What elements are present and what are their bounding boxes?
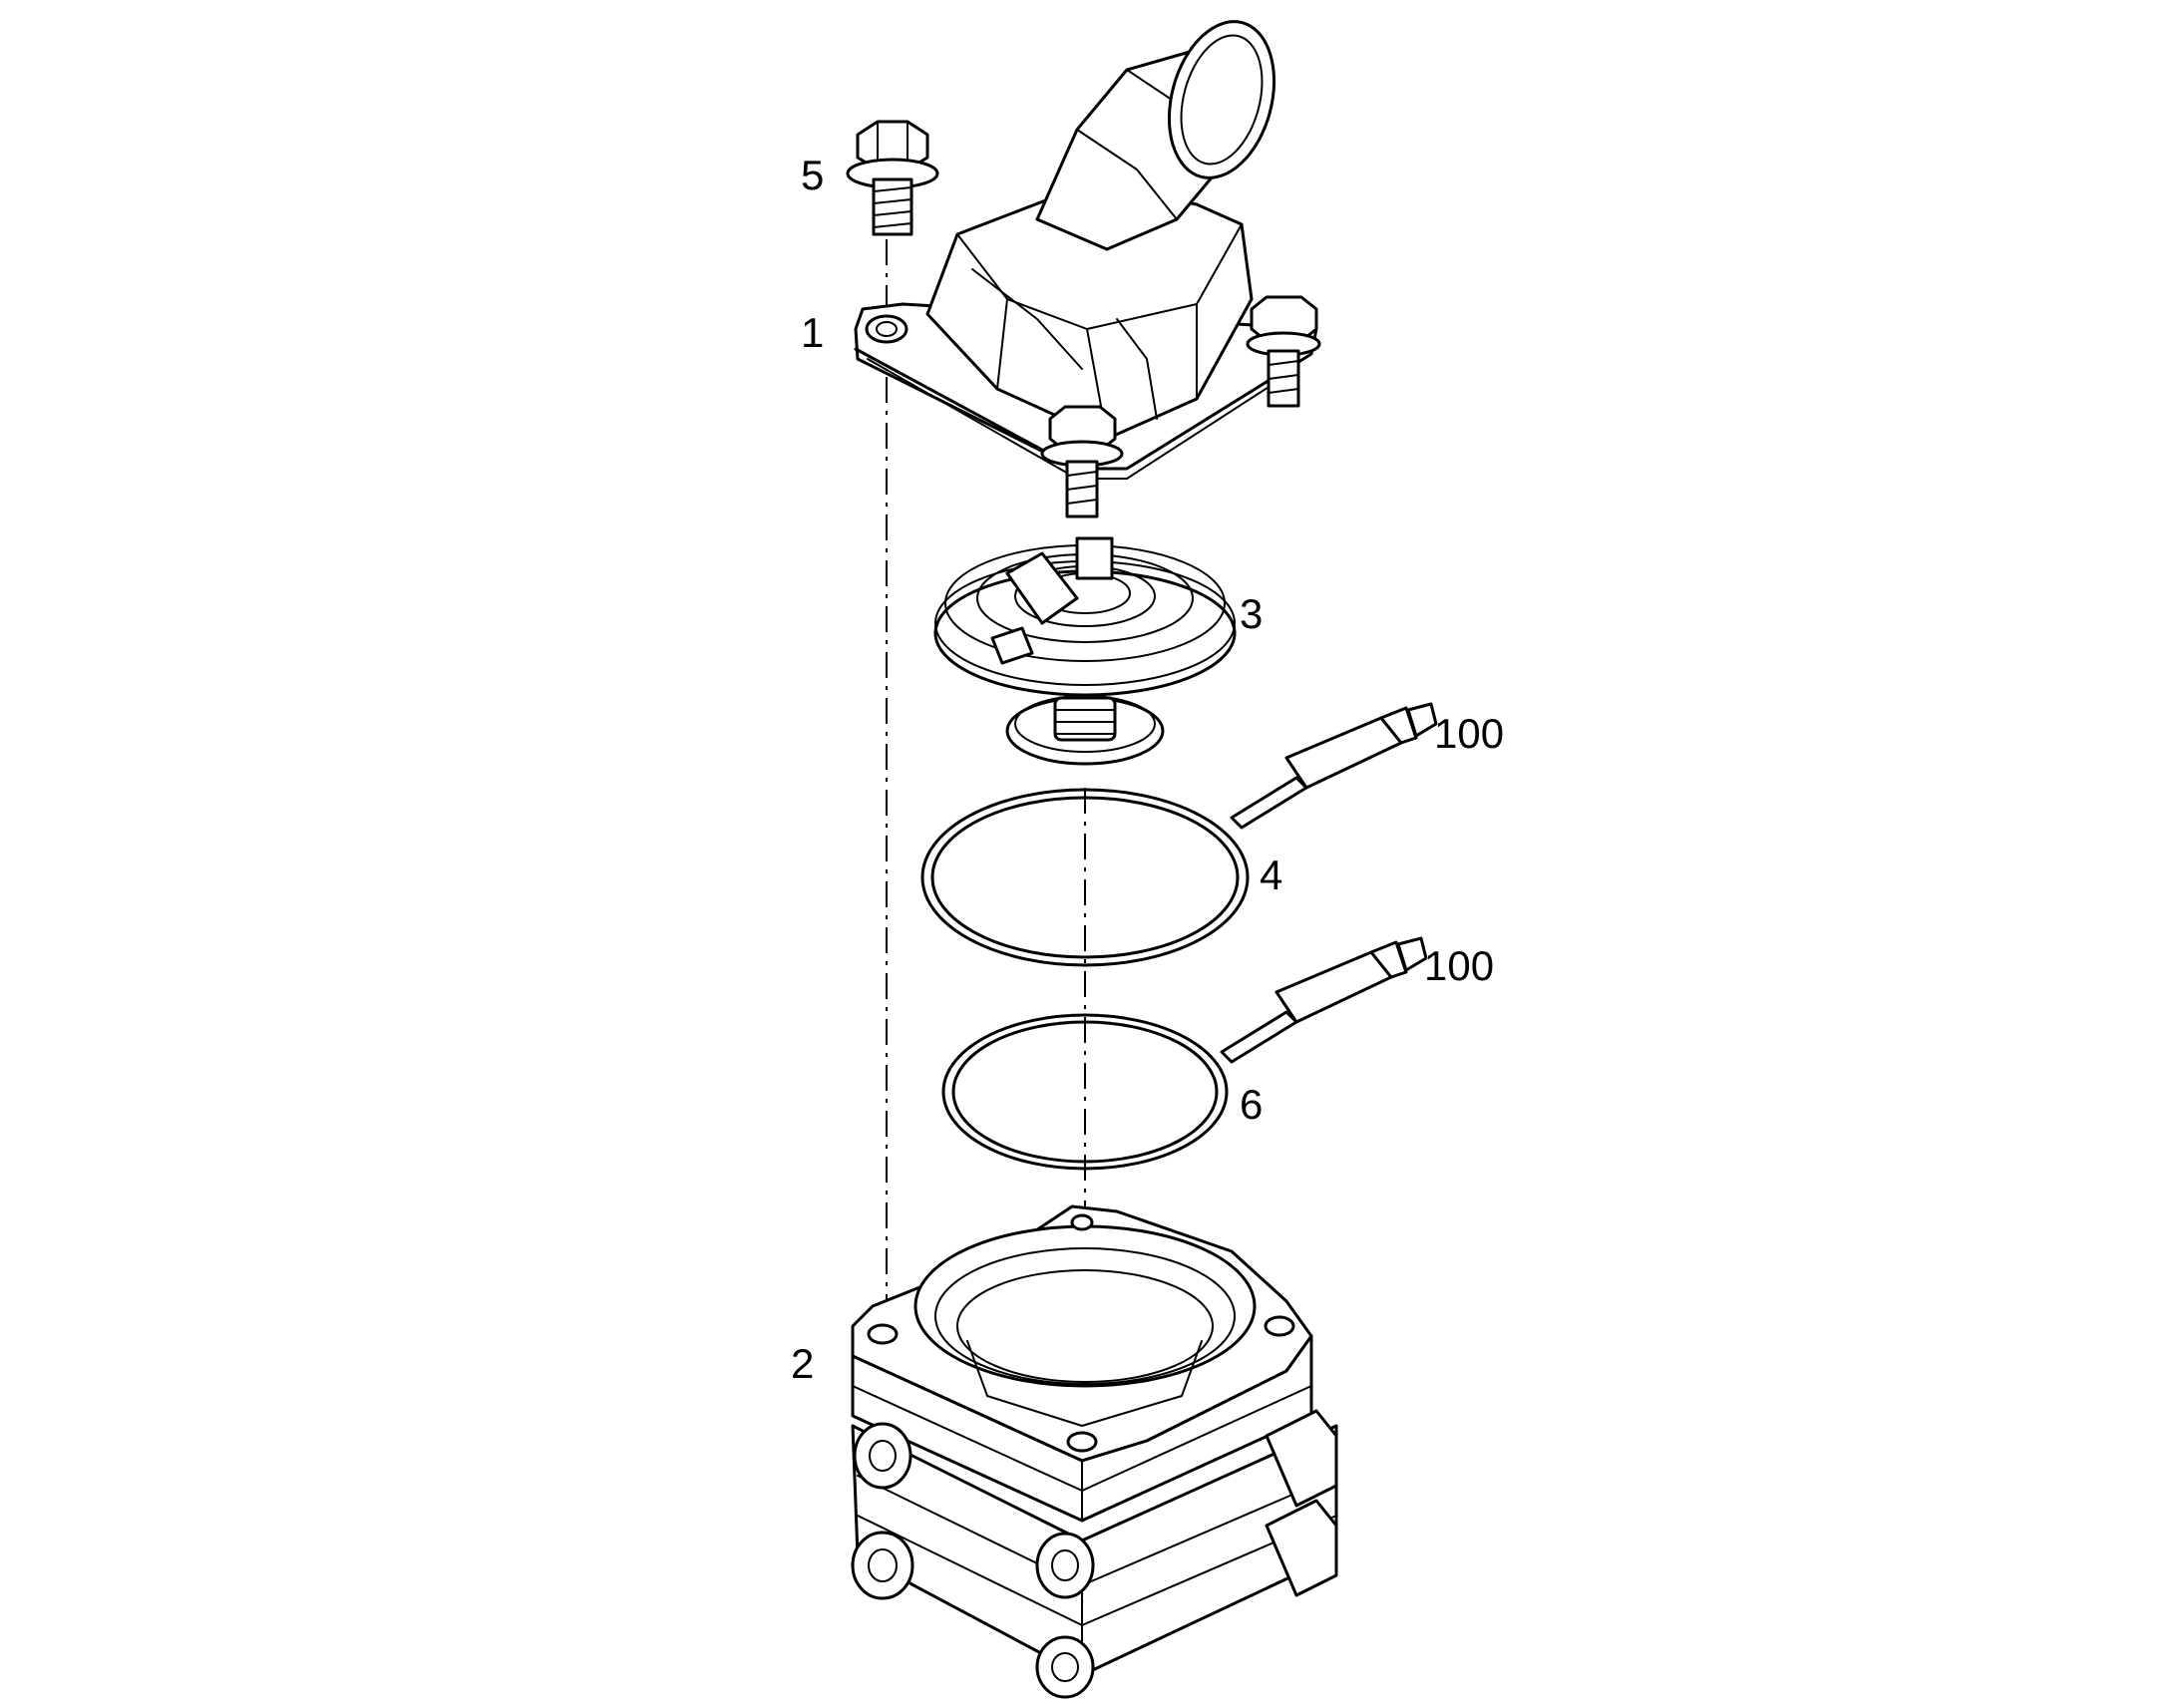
callout-100-upper: 100 xyxy=(1434,710,1504,757)
callout-2: 2 xyxy=(791,1340,814,1387)
sealant-tube-lower xyxy=(1220,936,1428,1064)
callout-3: 3 xyxy=(1240,590,1263,637)
bolt-part-5 xyxy=(846,120,939,236)
housing-body-part-2 xyxy=(851,1204,1338,1699)
callout-6: 6 xyxy=(1240,1081,1263,1128)
callout-1: 1 xyxy=(801,309,824,356)
callout-4: 4 xyxy=(1260,852,1282,898)
o-ring-part-6 xyxy=(941,1013,1229,1171)
callout-labels: 5 1 3 100 4 100 6 2 xyxy=(791,152,1504,1387)
sealant-tube-upper xyxy=(1230,702,1438,830)
thermostat-part-3 xyxy=(933,536,1237,766)
o-ring-part-4 xyxy=(920,788,1250,967)
housing-cover-part-1 xyxy=(854,20,1321,518)
callout-5: 5 xyxy=(801,152,824,198)
callout-100-lower: 100 xyxy=(1424,942,1494,989)
